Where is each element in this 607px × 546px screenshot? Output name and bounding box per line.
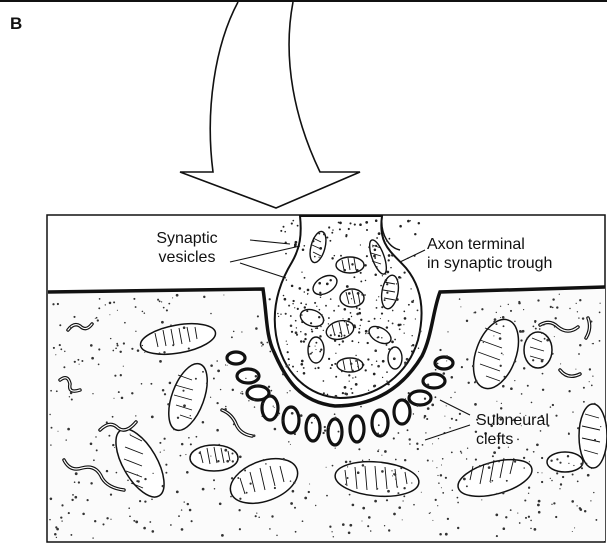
synaptic-vesicles-label: Synaptic vesicles <box>133 229 241 267</box>
label-line: Subneural <box>476 411 549 430</box>
label-line: in synaptic trough <box>427 254 552 273</box>
label-line: clefts <box>476 430 549 449</box>
label-line: Synaptic <box>133 229 241 248</box>
label-line: Axon terminal <box>427 235 552 254</box>
axon-terminal-label: Axon terminal in synaptic trough <box>427 235 552 273</box>
subneural-clefts-label: Subneural clefts <box>476 411 549 449</box>
magnification-arrow <box>180 2 360 208</box>
label-line: vesicles <box>133 248 241 267</box>
panel-letter: B <box>10 14 22 34</box>
